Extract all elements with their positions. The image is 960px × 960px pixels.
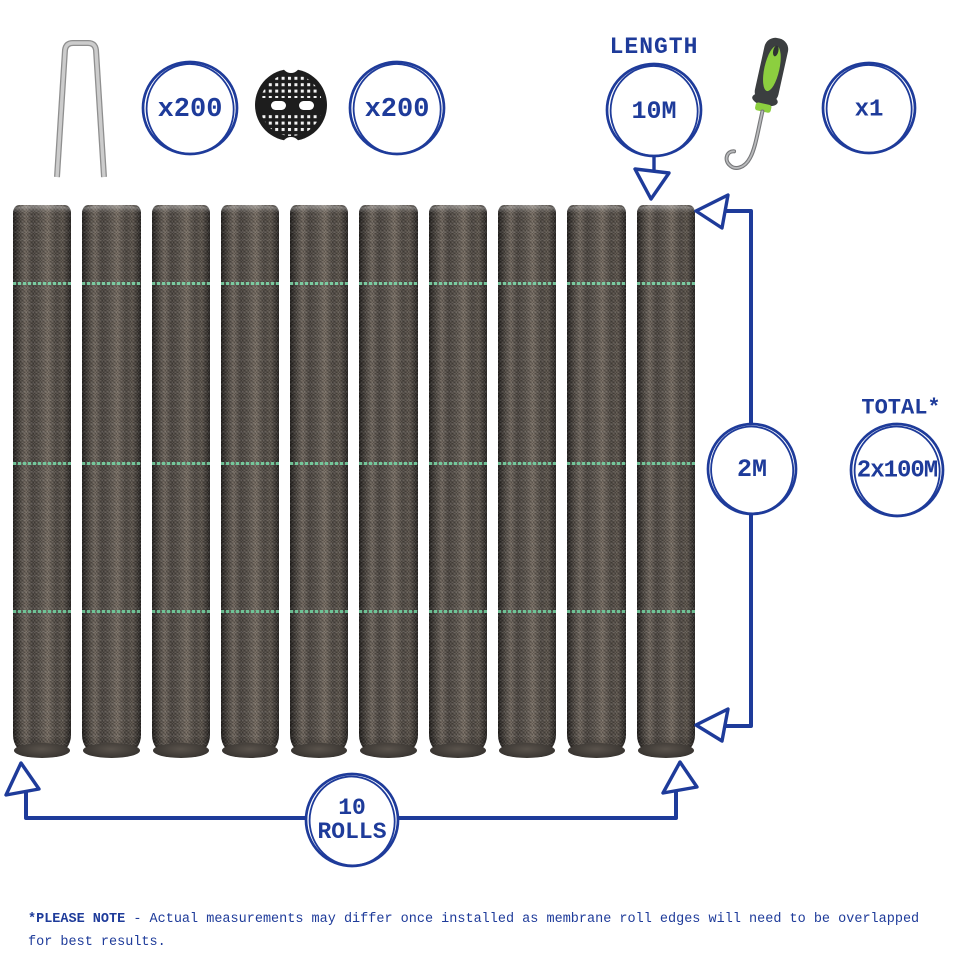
arrow-left-icon (694, 193, 730, 230)
disc-count-label: x200 (364, 94, 430, 125)
membrane-roll (636, 205, 696, 758)
perforated-peg-disc-icon (255, 55, 327, 155)
length-title: LENGTH (609, 33, 699, 60)
membrane-roll (428, 205, 488, 758)
membrane-roll (220, 205, 280, 758)
length-value-label: 10M (631, 96, 677, 126)
peg-count-label: x200 (157, 94, 223, 125)
membrane-roll (290, 205, 349, 758)
membrane-roll (359, 205, 419, 758)
rolls-count-number: 10 (338, 794, 366, 821)
membrane-roll (13, 205, 72, 758)
membrane-roll (498, 205, 557, 758)
total-title: TOTAL* (861, 395, 941, 421)
width-value-label: 2M (736, 454, 768, 484)
footnote-body: - Actual measurements may differ once in… (28, 912, 920, 950)
arrow-up-icon (4, 761, 41, 797)
arrow-up-icon (661, 760, 699, 795)
length-pointer (633, 155, 671, 201)
total-value-label: 2x100M (856, 457, 938, 485)
membrane-roll (151, 205, 211, 758)
membrane-roll (82, 205, 141, 758)
footnote: *PLEASE NOTE - Actual measurements may d… (28, 908, 928, 954)
rolls-count-label: 10 ROLLS (317, 796, 386, 844)
arrow-down-icon (633, 167, 671, 201)
tool-count-label: x1 (854, 96, 884, 124)
rolls-count-word: ROLLS (317, 819, 387, 845)
footnote-prefix: *PLEASE NOTE (28, 912, 126, 927)
ground-peg-icon (54, 40, 107, 178)
membrane-roll (567, 205, 626, 758)
membrane-rolls-group (13, 205, 696, 758)
arrow-left-icon (694, 707, 730, 743)
hook-tool-icon (724, 37, 789, 170)
